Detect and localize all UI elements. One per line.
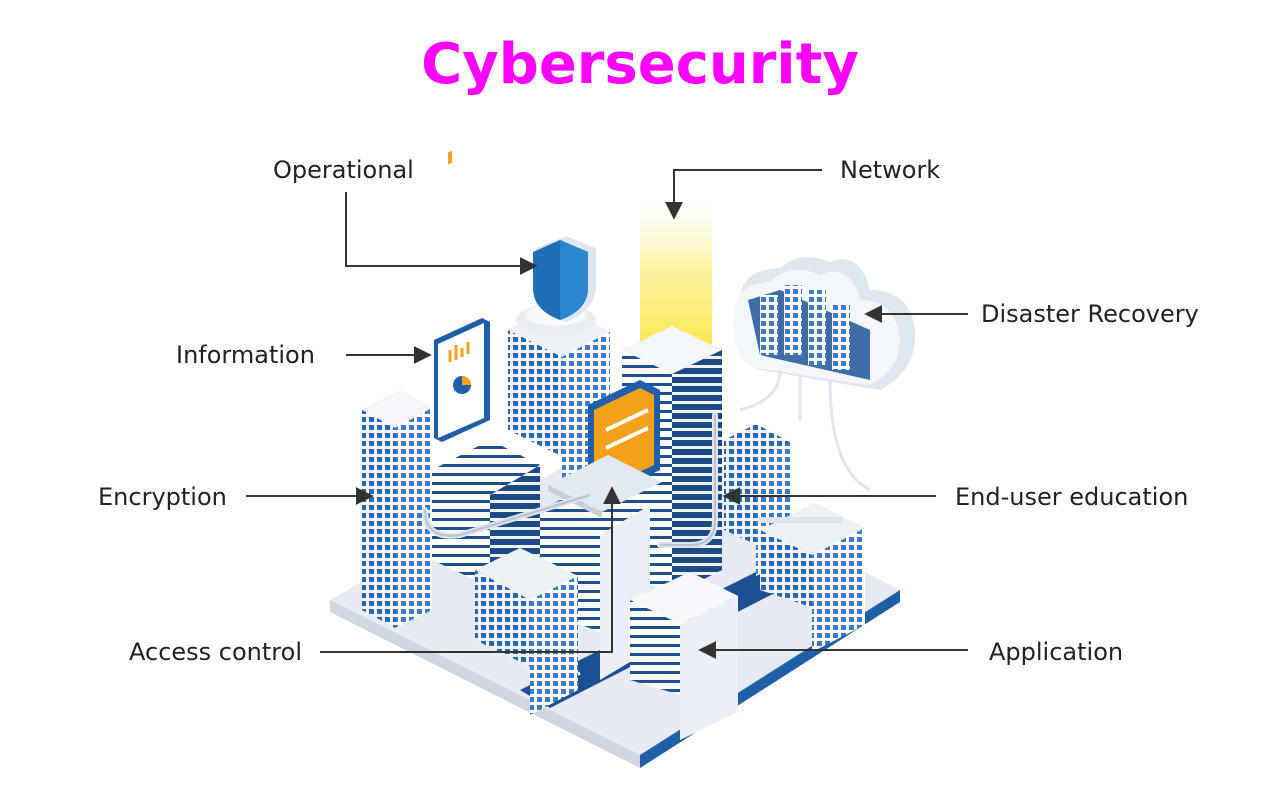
encryption-building (362, 390, 432, 628)
cloud-server-icon (733, 257, 916, 492)
label-access-control: Access control (129, 638, 302, 666)
front-left-building (475, 548, 578, 715)
operational-tower (508, 304, 610, 505)
connector-arrows (246, 169, 968, 659)
label-network: Network (840, 156, 941, 184)
page-title: Cybersecurity (421, 32, 859, 97)
label-application: Application (989, 638, 1124, 666)
application-building (630, 572, 738, 740)
shield-icon (533, 236, 596, 322)
arrow-operational (345, 192, 538, 275)
tablet-chart-icon (434, 150, 490, 442)
label-operational: Operational (273, 156, 414, 184)
label-disaster-recovery: Disaster Recovery (981, 300, 1199, 328)
label-end-user-education: End-user education (955, 483, 1189, 511)
arrow-access-control (320, 486, 621, 653)
label-encryption: Encryption (98, 483, 227, 511)
label-information: Information (176, 341, 315, 369)
arrow-network (665, 169, 822, 220)
front-right-building (760, 503, 865, 652)
